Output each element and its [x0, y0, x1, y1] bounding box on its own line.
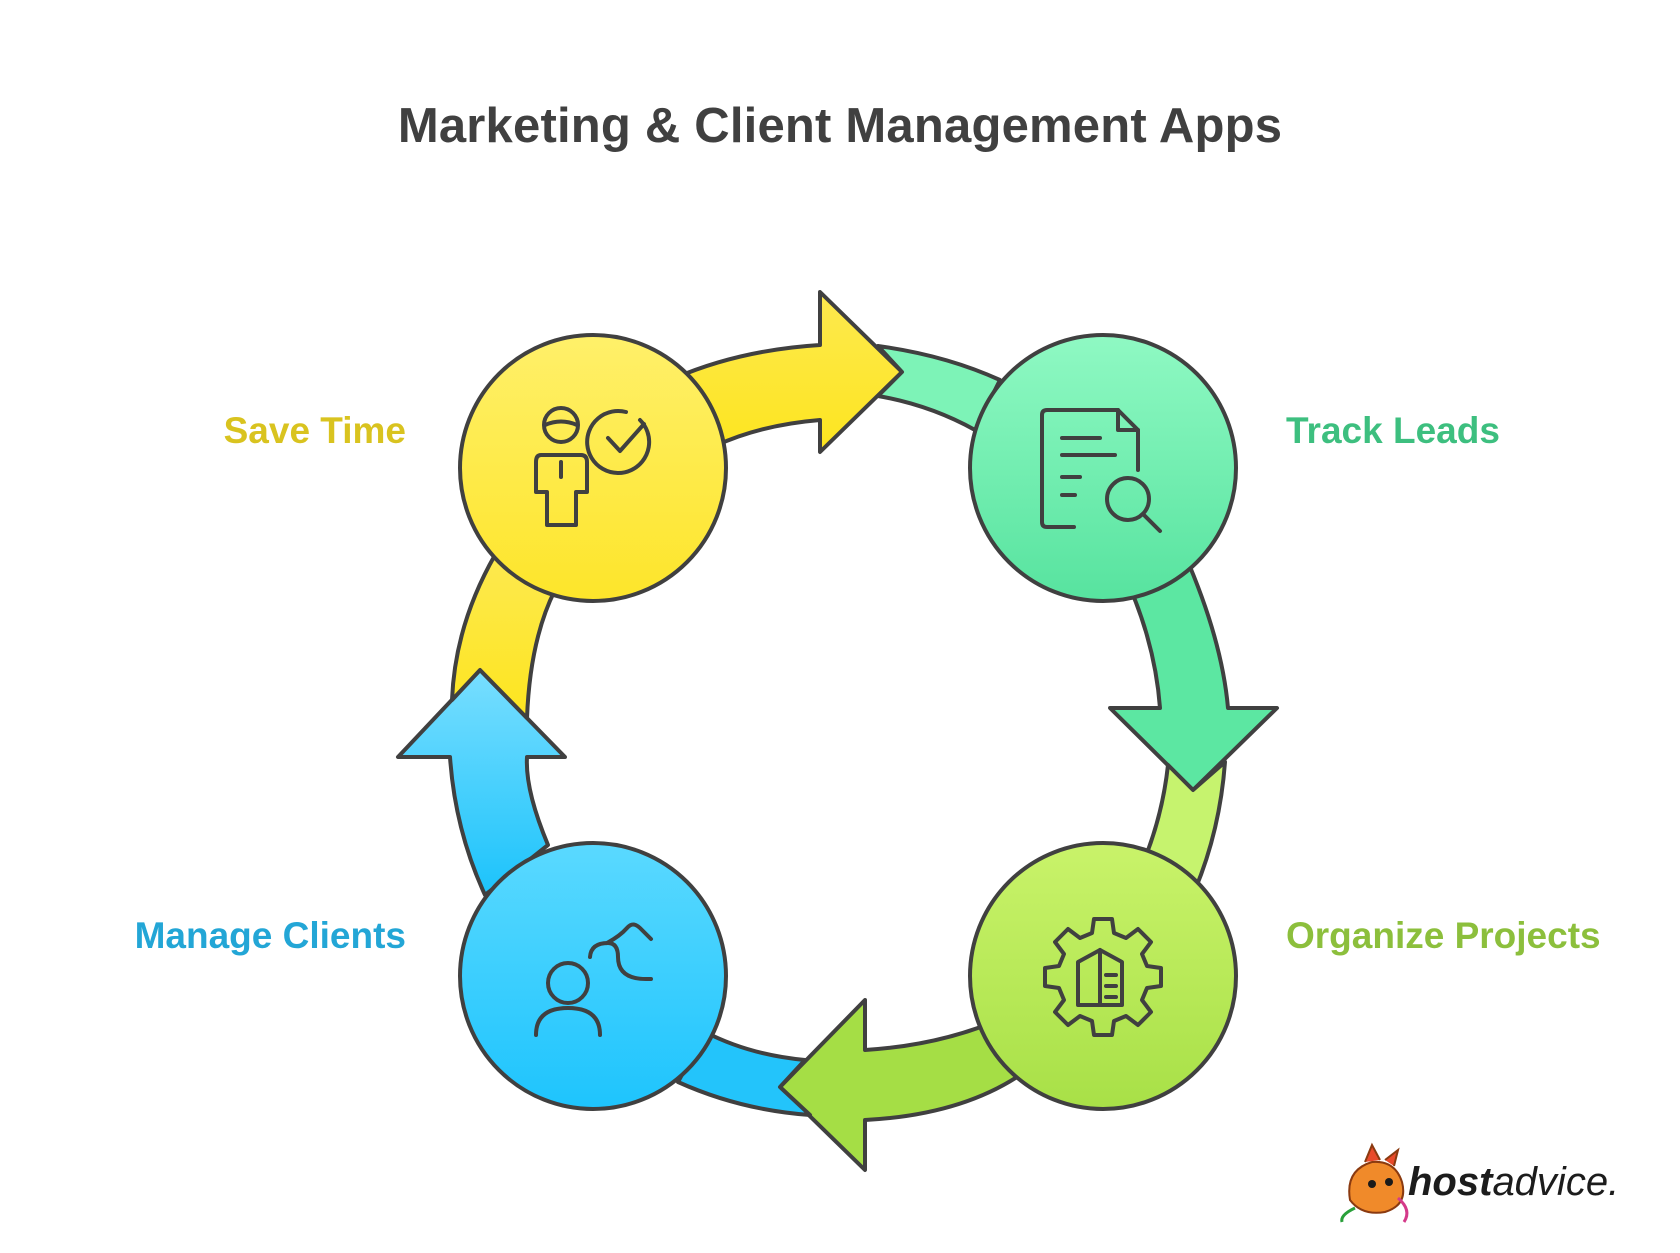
label-organize-projects: Organize Projects — [1286, 915, 1601, 956]
circle-organize-projects — [968, 841, 1238, 1111]
label-save-time: Save Time — [223, 410, 406, 451]
person-check-icon — [534, 406, 652, 527]
arrow-save-to-track — [673, 290, 904, 454]
label-manage-clients: Manage Clients — [134, 915, 406, 956]
brand-host: host — [1408, 1160, 1493, 1204]
diagram-title: Marketing & Client Management Apps — [397, 99, 1283, 153]
arrow-manage-to-save — [396, 668, 567, 897]
circle-track-leads — [968, 333, 1238, 603]
circle-save-time — [458, 333, 728, 603]
hostadvice-logo-icon — [1340, 1142, 1409, 1223]
hostadvice-logo: hostadvice. — [1408, 1160, 1619, 1205]
arrow-track-tail — [876, 344, 1002, 432]
document-search-icon — [1040, 408, 1162, 533]
arrow-manage-tail — [676, 1030, 812, 1117]
gear-document-icon — [1043, 917, 1163, 1037]
circle-manage-clients — [458, 841, 728, 1111]
arrow-track-to-org — [1108, 553, 1279, 792]
label-track-leads: Track Leads — [1286, 410, 1500, 451]
brand-advice: advice. — [1492, 1160, 1620, 1204]
arrow-org-to-manage — [778, 998, 1022, 1172]
client-connection-icon — [534, 922, 653, 1037]
